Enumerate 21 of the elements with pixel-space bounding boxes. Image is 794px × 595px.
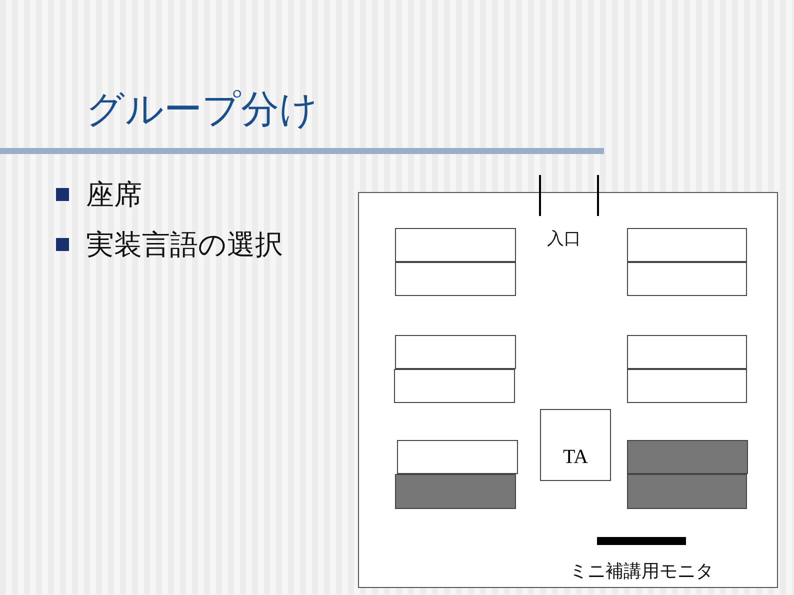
desk	[394, 369, 515, 403]
desk	[395, 228, 516, 262]
desk	[627, 369, 747, 403]
monitor-caption: ミニ補講用モニタ	[568, 560, 714, 583]
desk	[627, 335, 747, 369]
desk	[397, 440, 518, 474]
desk	[627, 228, 747, 262]
bullet-text: 実装言語の選択	[86, 227, 283, 263]
ta-box	[540, 409, 611, 481]
desk	[627, 262, 747, 296]
monitor-bar	[597, 537, 686, 545]
desk	[395, 474, 516, 509]
desk	[627, 440, 748, 474]
desk-label: TA	[562, 446, 588, 468]
bullet-text: 座席	[86, 177, 142, 213]
desk	[395, 262, 516, 296]
room-outline	[358, 192, 778, 588]
entrance-label: 入口	[547, 228, 581, 250]
desk	[627, 474, 747, 509]
slide-title: グループ分け	[86, 86, 318, 133]
desk	[395, 335, 516, 369]
